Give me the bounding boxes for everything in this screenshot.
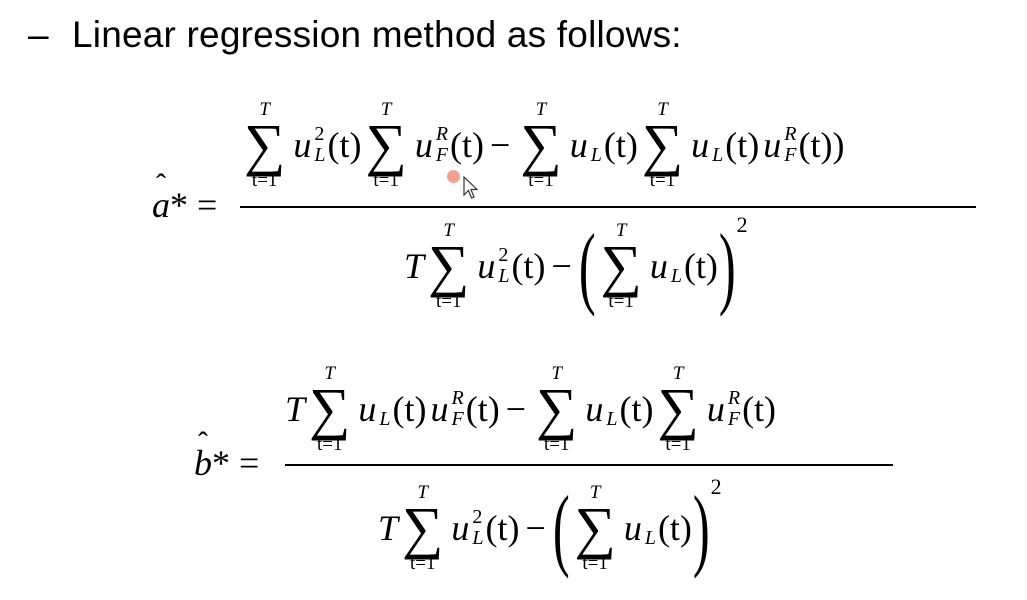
- a-hat-letter: a: [152, 168, 170, 226]
- heading-text: Linear regression method as follows:: [72, 14, 682, 55]
- sum-symbol: T∑t=1: [600, 219, 642, 313]
- left-paren: (: [552, 477, 570, 579]
- power-2: 2: [736, 212, 748, 237]
- u-L: u L(t): [569, 125, 638, 167]
- b-lhs-equals: * =: [212, 443, 260, 483]
- laser-pointer-dot: [447, 170, 460, 183]
- sum-symbol: T∑t=1: [402, 481, 444, 575]
- left-paren: (: [578, 215, 596, 317]
- u-L: u L(t): [691, 125, 760, 167]
- sum-symbol: T∑t=1: [520, 99, 562, 192]
- bullet-dash: –: [28, 14, 49, 55]
- u-L: u L(t): [623, 508, 692, 549]
- bullet-heading: –Linear regression method as follows:: [28, 14, 682, 56]
- sum-symbol: T∑t=1: [309, 363, 351, 456]
- b-hat-letter: b: [194, 426, 212, 484]
- minus-sign: −: [525, 508, 546, 548]
- mouse-pointer-icon: [463, 176, 479, 199]
- sum-symbol: T∑t=1: [657, 363, 699, 456]
- sum-symbol: T∑t=1: [641, 99, 684, 192]
- sum-symbol: T∑t=1: [536, 363, 578, 456]
- b-fraction-bar: [285, 464, 893, 466]
- sum-symbol: T∑t=1: [428, 219, 470, 313]
- b-hat-star-lhs: b* =: [194, 426, 260, 484]
- a-fraction-bar: [240, 206, 976, 208]
- right-paren: ): [718, 215, 736, 317]
- T-factor: T: [404, 246, 425, 286]
- power-2: 2: [710, 474, 722, 499]
- u-L: u L(t): [585, 389, 654, 431]
- a-hat-star-lhs: a* =: [152, 168, 218, 226]
- sum-symbol: T∑t=1: [365, 99, 407, 192]
- u-L: u L(t): [649, 246, 718, 287]
- T-factor: T: [285, 389, 306, 430]
- sum-symbol: T∑t=1: [244, 99, 286, 192]
- minus-sign: −: [490, 125, 511, 166]
- minus-sign: −: [505, 389, 527, 430]
- a-lhs-equals: * =: [170, 185, 218, 225]
- u-L: u L(t): [358, 389, 427, 431]
- T-factor: T: [378, 508, 399, 548]
- right-paren: ): [692, 477, 710, 579]
- minus-sign: −: [551, 246, 572, 286]
- sum-symbol: T∑t=1: [574, 481, 616, 575]
